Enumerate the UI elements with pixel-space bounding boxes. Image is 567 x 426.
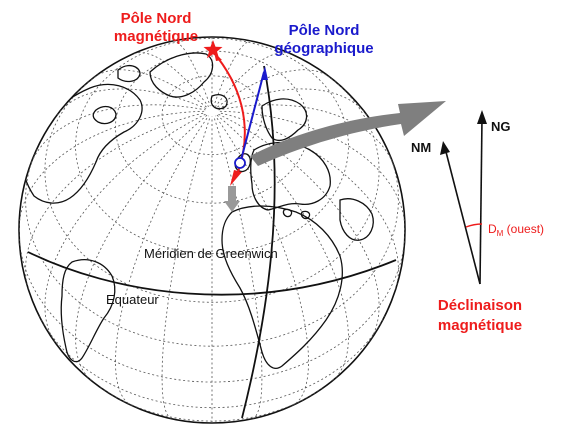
geographic-north-arrow: [239, 66, 268, 165]
magnetic-pole-label-line2: magnétique: [114, 28, 198, 45]
nm-arrowhead-icon: [440, 141, 450, 155]
mediterranean-islands: [282, 208, 311, 220]
declination-label-line2: magnétique: [438, 317, 522, 334]
europe: [250, 141, 331, 211]
zoom-pointer-arrow: [250, 101, 446, 166]
meridian-line: [218, 104, 395, 167]
parallel-line: [99, 386, 325, 422]
meridian-line: [215, 52, 291, 107]
geographic-pole-label-line2: géographique: [274, 40, 373, 57]
declination-vectors: [440, 110, 487, 285]
declination-label-line1: Déclinaison: [438, 297, 522, 314]
meridian-line: [44, 113, 207, 343]
africa: [221, 205, 343, 369]
meridian-line: [215, 115, 309, 406]
greenwich-meridian-line: [241, 65, 276, 419]
parallel-line: [75, 37, 349, 254]
meridian-line: [213, 116, 263, 420]
continents: [20, 52, 374, 369]
observer-point: [234, 157, 246, 169]
meridian-line: [115, 115, 209, 406]
observer-down-arrow-icon: [224, 186, 240, 212]
equator-label: Equateur: [106, 292, 159, 307]
south-america: [60, 259, 116, 363]
scandinavia: [261, 98, 308, 142]
parallel-line: [25, 148, 399, 347]
meridian-line: [172, 40, 211, 107]
meridian-line: [93, 69, 208, 108]
parallel-line: [44, 75, 380, 303]
hudson-bay: [92, 105, 117, 125]
meridian-line: [161, 116, 211, 420]
meridian-line: [213, 40, 252, 107]
globe: [18, 36, 406, 424]
declination-angle-arc: [465, 223, 483, 228]
geographic-pole-label-line1: Pôle Nord: [289, 22, 360, 39]
north-america: [20, 83, 143, 204]
magnetic-pole-label-line1: Pôle Nord: [121, 10, 192, 27]
meridian-line: [216, 69, 331, 108]
graticule: [19, 37, 405, 423]
equator-line: [27, 251, 397, 296]
greenwich-label: Méridien de Greenwich: [144, 246, 278, 261]
nm-label: NM: [411, 140, 431, 155]
magnetic-pole-star-icon: [203, 40, 223, 59]
parallel-line: [115, 50, 309, 204]
ng-arrowhead-icon: [477, 110, 487, 124]
middle-east: [339, 198, 374, 241]
dm-label: DM (ouest): [488, 222, 544, 238]
meridian-line: [29, 104, 206, 167]
parallel-line: [19, 229, 405, 383]
parallel-line: [38, 315, 386, 409]
greenland: [149, 52, 214, 98]
ng-label: NG: [491, 119, 511, 134]
parallel-line: [161, 75, 263, 155]
arctic-islands: [117, 64, 228, 110]
